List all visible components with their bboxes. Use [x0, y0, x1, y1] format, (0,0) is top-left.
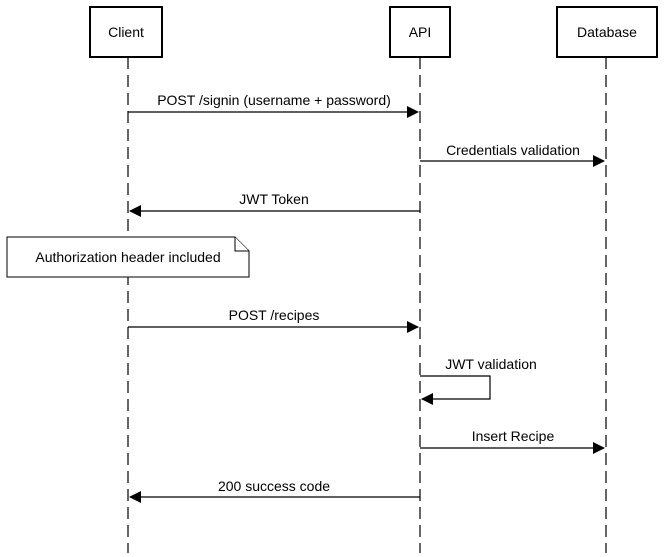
note-authorization-header: Authorization header included [6, 236, 250, 278]
message-signin-label: POST /signin (username + password) [157, 92, 391, 108]
participant-client-label: Client [108, 24, 144, 40]
message-success-label: 200 success code [218, 478, 330, 494]
message-success: 200 success code [129, 478, 420, 503]
message-jwt-token: JWT Token [129, 191, 420, 217]
note-label: Authorization header included [35, 249, 220, 265]
participant-database: Database [556, 6, 658, 58]
participant-database-label: Database [577, 24, 637, 40]
message-post-recipes-label: POST /recipes [229, 307, 320, 323]
message-jwt-validation-label: JWT validation [445, 356, 537, 372]
participant-api-label: API [409, 24, 432, 40]
message-insert-recipe: Insert Recipe [420, 428, 605, 454]
message-jwt-token-label: JWT Token [239, 191, 309, 207]
message-insert-recipe-label: Insert Recipe [472, 428, 555, 444]
message-jwt-validation: JWT validation [420, 356, 537, 405]
message-signin: POST /signin (username + password) [128, 92, 419, 118]
participant-api: API [389, 6, 451, 58]
message-post-recipes: POST /recipes [128, 307, 419, 333]
message-credentials-validation: Credentials validation [420, 142, 605, 167]
message-credentials-validation-label: Credentials validation [446, 142, 580, 158]
participant-client: Client [89, 6, 163, 58]
